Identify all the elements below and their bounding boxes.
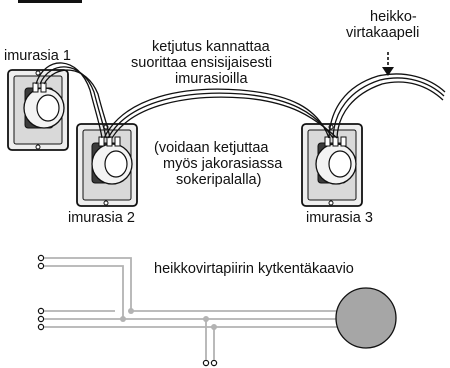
chain-note-line-2: suorittaa ensisijaisesti — [131, 55, 272, 71]
label-box-2: imurasia 2 — [68, 210, 135, 226]
chain-cable-2-3 — [103, 88, 338, 139]
schematic-terminals — [37, 254, 218, 367]
outlet-box-3 — [301, 123, 363, 207]
schematic-wires — [44, 257, 338, 360]
cable-arrow — [382, 52, 394, 76]
outlet-box-2 — [76, 123, 138, 207]
outlet-box-1 — [7, 69, 69, 151]
schematic — [37, 254, 397, 367]
alt-note-line-2: myös jakorasiassa — [163, 156, 283, 172]
appliance-symbol — [335, 287, 397, 349]
label-box-3: imurasia 3 — [306, 210, 373, 226]
chain-cable-1-2 — [35, 62, 111, 139]
alt-note-line-1: (voidaan ketjuttaa — [154, 140, 269, 156]
chain-note-line-3: imurasioilla — [175, 71, 248, 87]
top-clipped-text — [18, 0, 82, 3]
low-voltage-cable — [328, 73, 446, 139]
text-labels: imurasia 1 imurasia 2 imurasia 3 ketjutu… — [4, 9, 419, 277]
alt-note-line-3: sokeripalalla) — [176, 172, 261, 188]
cable-label-line-1: heikko- — [370, 9, 417, 25]
schematic-title: heikkovirtapiirin kytkentäkaavio — [154, 261, 354, 277]
chain-note-line-1: ketjutus kannattaa — [152, 39, 271, 55]
cable-label-line-2: virtakaapeli — [346, 25, 419, 41]
label-box-1: imurasia 1 — [4, 48, 71, 64]
